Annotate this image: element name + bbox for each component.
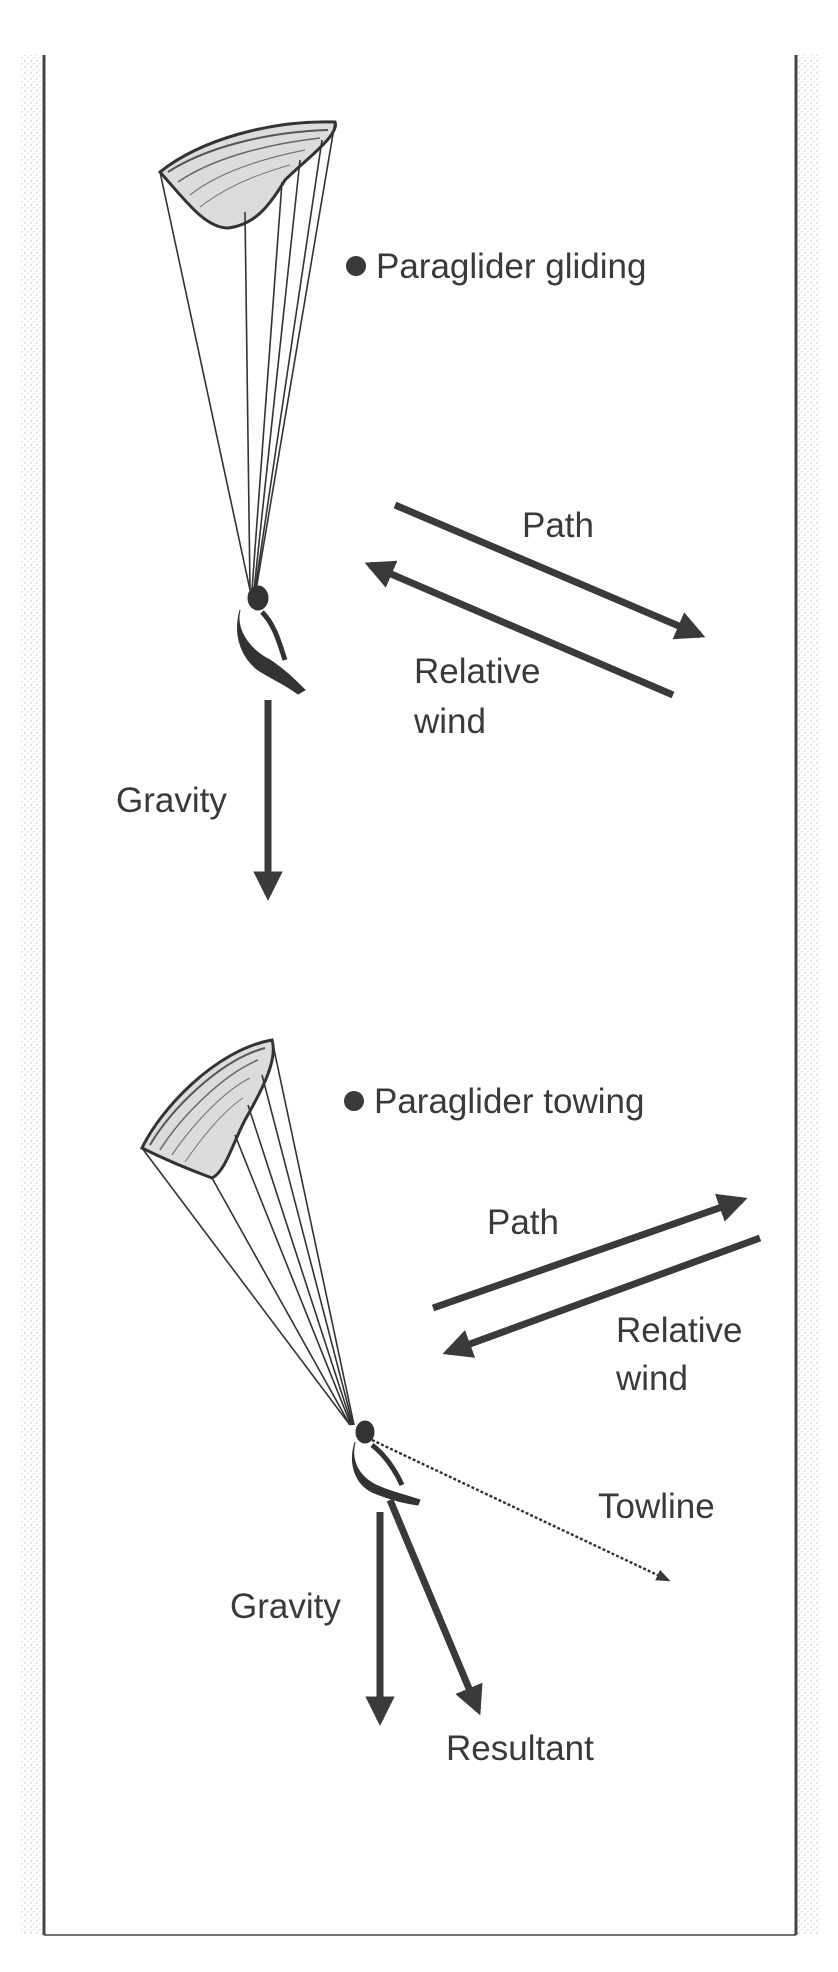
paraglider-canopy-icon: [142, 1040, 273, 1178]
towing-path-arrow: [433, 1200, 742, 1308]
bullet-dot-icon: [346, 256, 366, 276]
pilot-figure-icon: [352, 1421, 420, 1505]
gliding-relative-wind-label: Relative: [414, 652, 540, 691]
gliding-gravity-label: Gravity: [116, 781, 227, 820]
towing-relative-wind-label: Relative: [616, 1311, 742, 1350]
bullet-dot-icon: [344, 1091, 364, 1111]
towline-label: Towline: [598, 1487, 715, 1526]
gliding-section: Paraglider gliding Path Relative wind Gr…: [116, 122, 700, 895]
page-frame: [20, 55, 820, 1935]
resultant-arrow: [390, 1500, 478, 1710]
gliding-title: Paraglider gliding: [376, 247, 646, 286]
towing-relative-wind-label-line2: wind: [615, 1359, 688, 1398]
towing-title: Paraglider towing: [374, 1082, 644, 1121]
towing-section: Paraglider towing Path Relative wind Tow…: [142, 1040, 760, 1768]
pilot-figure-icon: [238, 586, 305, 694]
towing-path-label: Path: [487, 1203, 559, 1242]
towing-gravity-label: Gravity: [230, 1587, 341, 1626]
paraglider-canopy-icon: [160, 122, 335, 228]
resultant-label: Resultant: [446, 1729, 594, 1768]
gliding-relative-wind-label-line2: wind: [413, 702, 486, 741]
gliding-path-label: Path: [522, 506, 594, 545]
